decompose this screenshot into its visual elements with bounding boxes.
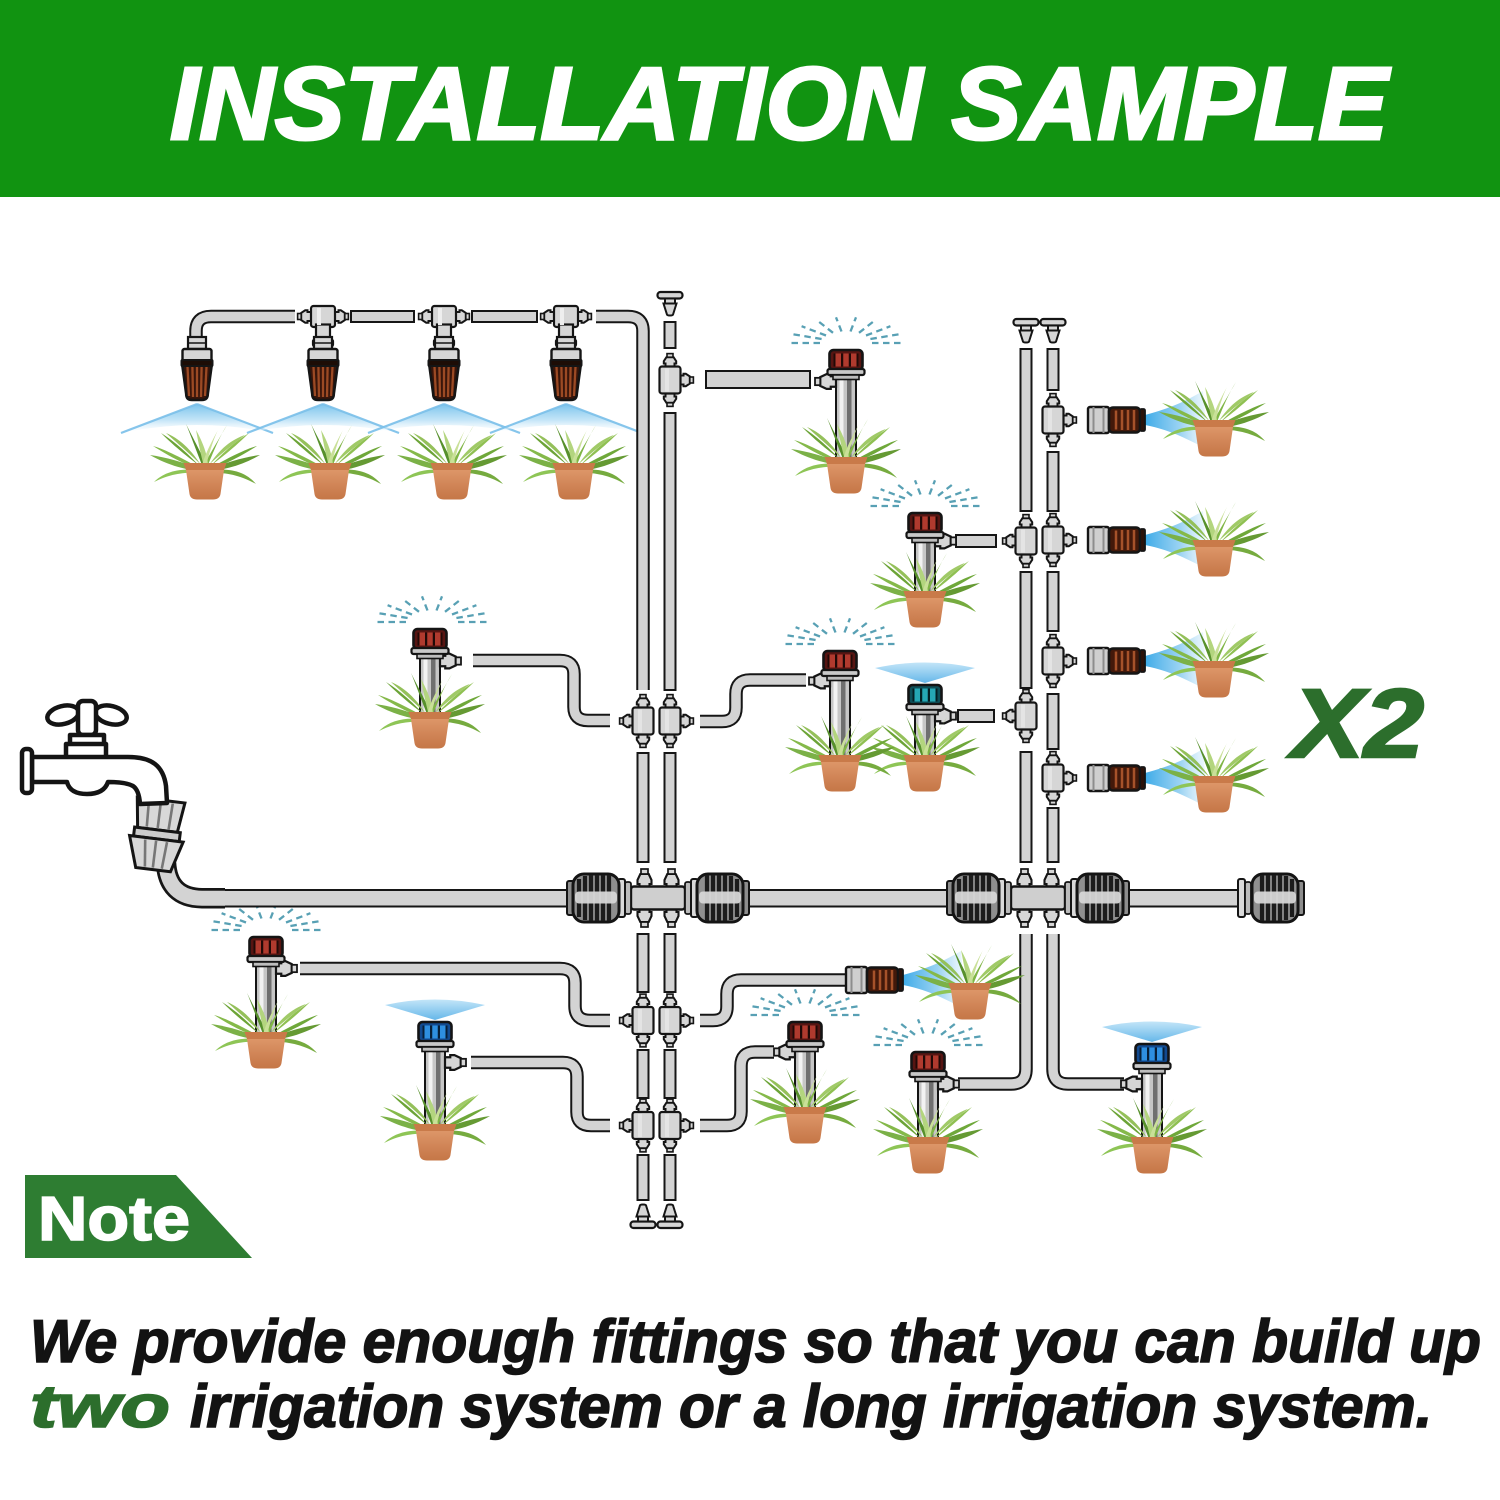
svg-text:two: two — [30, 1373, 170, 1440]
svg-text:INSTALLATION SAMPLE: INSTALLATION SAMPLE — [170, 46, 1391, 161]
svg-text:We provide enough fittings so: We provide enough fittings so that you c… — [30, 1308, 1481, 1375]
svg-text:X2: X2 — [1286, 669, 1424, 778]
svg-text:Note: Note — [38, 1185, 190, 1254]
svg-text:irrigation system or a long ir: irrigation system or a long irrigation s… — [190, 1373, 1432, 1440]
